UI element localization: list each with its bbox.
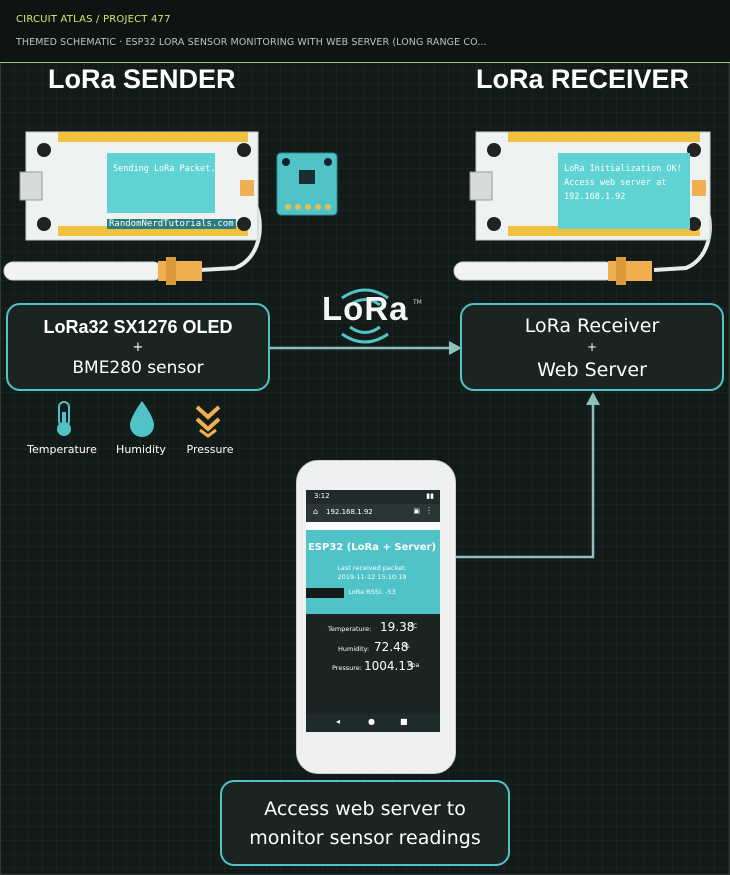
sender-box-sensor: BME280 sensor [72, 358, 204, 378]
sender-heading: LoRa SENDER [48, 64, 236, 94]
receiver-heading: LoRa RECEIVER [476, 64, 690, 94]
receiver-box-title: LoRa Receiver [524, 315, 660, 337]
receiver-box-server: Web Server [537, 359, 647, 381]
receiver-box: LoRa Receiver + Web Server [460, 303, 724, 391]
lora-logo [341, 288, 389, 344]
thermometer-icon [57, 401, 71, 436]
lora-tm: TM [413, 299, 422, 306]
sender-box-title: LoRa32 SX1276 OLED [43, 317, 233, 337]
menu-icon[interactable]: ⋮ [425, 506, 433, 515]
temperature-label: Temperature: [328, 625, 372, 633]
icon-label-pressure: Pressure [186, 443, 234, 456]
bottom-box-line2: monitor sensor readings [249, 827, 481, 849]
home-button-icon[interactable]: ● [368, 717, 375, 726]
receiver-antenna [453, 261, 615, 281]
sender-oled-text: Sending LoRa Packet... [113, 164, 226, 174]
pin-header-bottom [58, 226, 248, 236]
breadcrumb[interactable]: CIRCUIT ATLAS / PROJECT 477 [16, 14, 171, 25]
sender-box-plus: + [132, 340, 144, 355]
droplet-icon [130, 401, 154, 437]
usb-port [19, 171, 43, 201]
status-time: 3:12 [314, 492, 330, 500]
arrow-head-phone [586, 392, 600, 405]
temperature-value: 19.38 [380, 620, 415, 634]
pressure-value: 1004.13 [364, 659, 414, 673]
back-icon[interactable]: ◂ [336, 717, 341, 726]
arrow-head-receiver [449, 341, 462, 355]
icon-label-temperature: Temperature [27, 443, 97, 456]
bme280-sensor [276, 152, 338, 216]
pressure-label: Pressure: [332, 664, 362, 672]
recents-icon[interactable]: ■ [400, 717, 408, 726]
board-label: RandomNerdTutorials.com [107, 219, 236, 229]
sender-box: LoRa32 SX1276 OLED + BME280 sensor [6, 303, 270, 391]
last-packet-time: 2019-11-12 15:10:19 [337, 573, 407, 581]
icon-label-humidity: Humidity [116, 443, 166, 456]
humidity-label: Humidity: [338, 645, 370, 653]
receiver-oled-line2: Access web server at [564, 178, 667, 188]
phone-nav-bar: ◂ ● ■ [306, 714, 440, 732]
lora-logo-text: LoRa [322, 290, 409, 327]
phone-screen: 3:12 ▮▮ ⌂ 192.168.1.92 ▣ ⋮ ESP32 (LoRa +… [306, 490, 440, 732]
web-page-title: ESP32 (LoRa + Server) [307, 542, 437, 553]
receiver-oled: LoRa Initialization OK! Access web serve… [558, 153, 690, 229]
bottom-box: Access web server to monitor sensor read… [220, 780, 510, 866]
header-bar: CIRCUIT ATLAS / PROJECT 477 THEMED SCHEM… [0, 0, 730, 63]
humidity-value: 72.48 [374, 640, 409, 654]
antenna [3, 261, 163, 281]
sma-connector [158, 261, 202, 281]
battery-icon: ▮▮ [426, 492, 434, 500]
humidity-unit: % [404, 643, 410, 650]
tabs-icon[interactable]: ▣ [413, 507, 420, 515]
address-bar[interactable]: ⌂ 192.168.1.92 ▣ ⋮ [306, 504, 440, 522]
rssi-label: LoRa RSSI: -53 [348, 588, 396, 596]
temperature-unit: °C [410, 623, 418, 630]
last-packet-label: Last received packet: [337, 564, 407, 572]
page-header: ESP32 (LoRa + Server) Last received pack… [306, 530, 440, 614]
chevrons-down-icon [195, 405, 221, 438]
page-subtitle: THEMED SCHEMATIC · ESP32 LORA SENSOR MON… [16, 37, 487, 48]
pin-header-top [58, 132, 248, 142]
status-bar: 3:12 ▮▮ [306, 490, 440, 504]
arrow-phone-receiver [452, 402, 595, 559]
home-icon[interactable]: ⌂ [313, 507, 319, 516]
readings-panel: Temperature: 19.38 °C Humidity: 72.48 % … [306, 614, 440, 714]
receiver-oled-line1: LoRa Initialization OK! [564, 164, 682, 174]
signal-waves-icon [341, 288, 389, 344]
bottom-box-line1: Access web server to [264, 798, 466, 820]
receiver-box-plus: + [586, 340, 598, 354]
url-text[interactable]: 192.168.1.92 [326, 508, 373, 516]
sender-oled: Sending LoRa Packet... [107, 153, 226, 213]
receiver-oled-line3: 192.168.1.92 [564, 192, 626, 202]
pressure-unit: hpa [408, 662, 420, 669]
